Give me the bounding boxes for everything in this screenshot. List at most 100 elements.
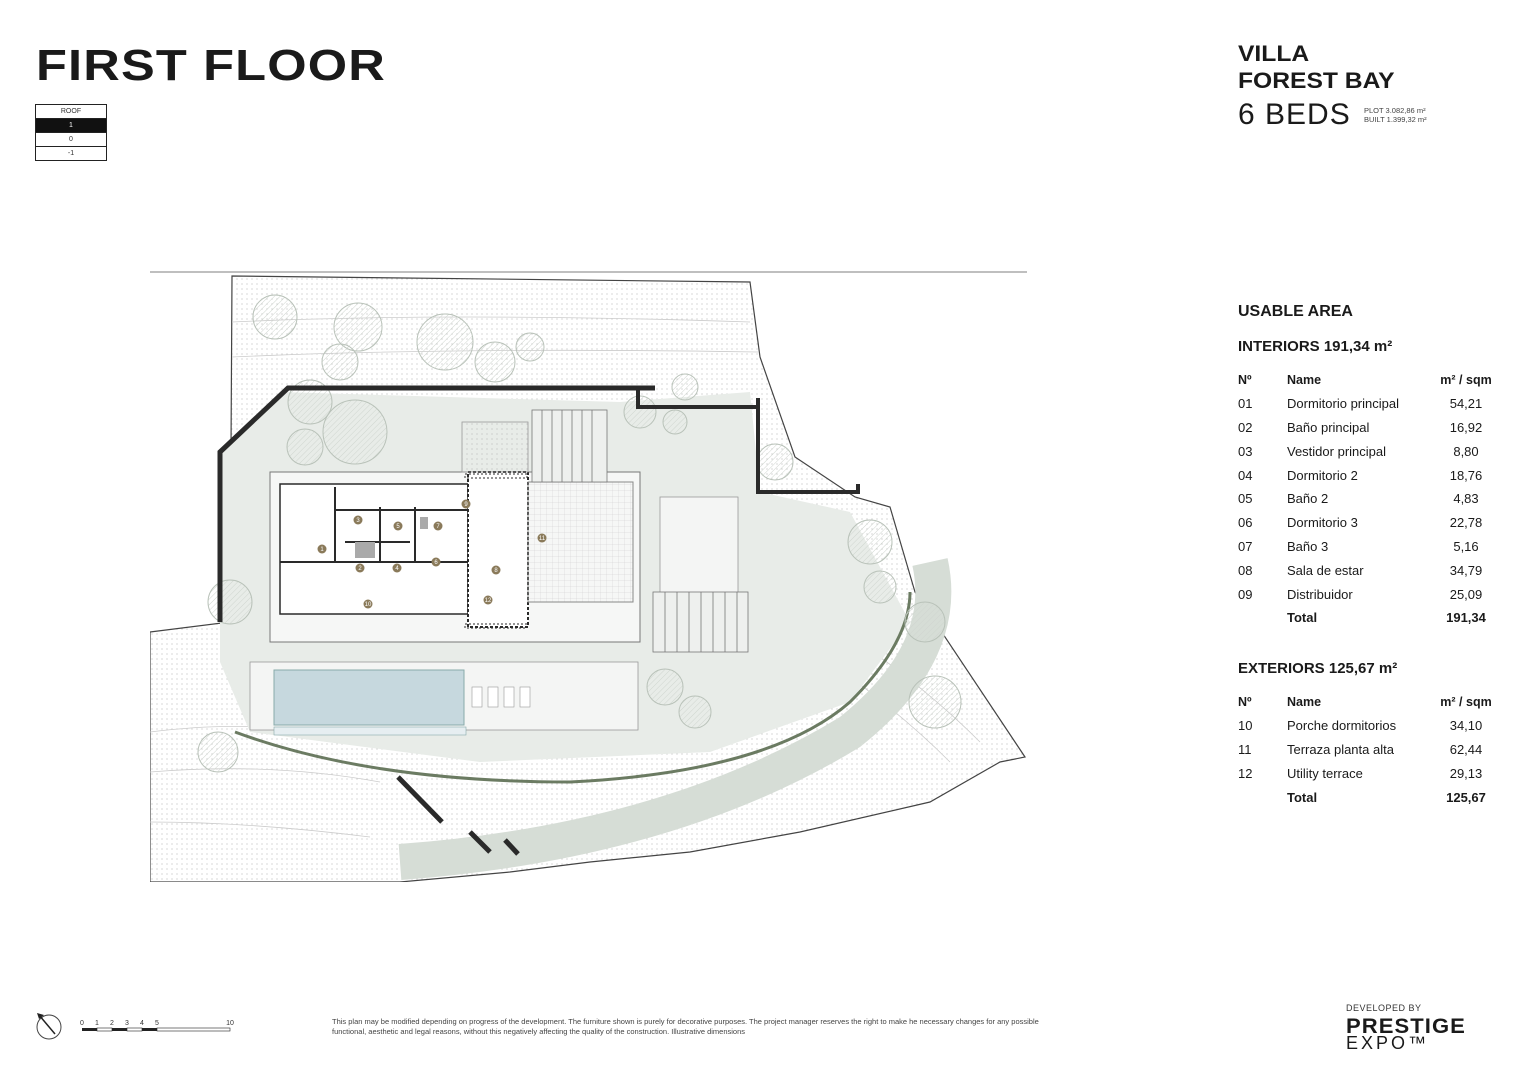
row-area: 18,76 <box>1449 467 1483 483</box>
page-title: FIRST FLOOR <box>36 41 386 90</box>
floor-selector: ROOF 1 0 -1 <box>35 104 107 161</box>
room-label-6: 6 <box>434 560 438 566</box>
scale-tick: 1 <box>95 1020 99 1027</box>
row-area: 29,13 <box>1449 765 1483 781</box>
built-area: BUILT 1.399,32 m² <box>1364 115 1427 124</box>
interiors-header-row: Nº Name m² / sqm <box>1238 368 1497 392</box>
carport-roof <box>659 496 739 598</box>
scale-bar <box>82 1027 231 1032</box>
sun-loungers <box>471 686 531 708</box>
total-value: 125,67 <box>1446 789 1486 805</box>
room-label-9: 9 <box>464 502 468 508</box>
col-name: Name <box>1287 694 1322 709</box>
trees <box>197 294 962 773</box>
row-area: 16,92 <box>1449 419 1483 435</box>
perimeter-wall-west <box>217 385 655 622</box>
pergola-south <box>652 591 749 653</box>
total-label: Total <box>1287 610 1318 626</box>
stair-railing <box>464 473 528 629</box>
retaining-wall-curve <box>234 591 912 784</box>
planter-box <box>461 421 529 473</box>
swimming-pool <box>273 669 465 726</box>
scale-tick: 2 <box>110 1020 114 1027</box>
floor-option-1[interactable]: 1 <box>36 119 106 133</box>
brand-logo-line2: EXPO™ <box>1346 1033 1430 1053</box>
col-area: m² / sqm <box>1440 372 1492 387</box>
row-no: 08 <box>1238 562 1253 578</box>
row-no: 02 <box>1238 419 1253 435</box>
row-name: Baño principal <box>1287 419 1370 435</box>
room-label-12: 12 <box>485 598 492 604</box>
row-no: 06 <box>1238 515 1253 531</box>
col-area: m² / sqm <box>1440 694 1492 709</box>
perimeter-wall-east <box>636 388 860 494</box>
room-markers: 1 2 3 4 5 6 7 8 9 10 11 12 <box>317 499 547 609</box>
room-label-10: 10 <box>365 602 372 608</box>
row-area: 34,79 <box>1449 562 1483 578</box>
pergola-north <box>531 409 608 483</box>
row-area: 4,83 <box>1453 491 1479 507</box>
row-no: 03 <box>1238 443 1253 459</box>
col-name: Name <box>1287 372 1322 387</box>
room-label-8: 8 <box>494 568 498 574</box>
row-area: 54,21 <box>1449 396 1483 412</box>
row-no: 09 <box>1238 586 1253 602</box>
row-no: 11 <box>1238 741 1252 757</box>
villa-name-line1: VILLA <box>1238 41 1310 66</box>
exteriors-title: EXTERIORS 125,67 m² <box>1238 660 1398 677</box>
table-row: 02 Baño principal 16,92 <box>1238 416 1497 440</box>
row-name: Porche dormitorios <box>1287 718 1397 734</box>
row-area: 25,09 <box>1449 586 1483 602</box>
row-name: Distribuidor <box>1287 586 1353 602</box>
interiors-title: INTERIORS 191,34 m² <box>1238 338 1393 355</box>
entrance-walls <box>396 775 520 856</box>
table-row: 11 Terraza planta alta 62,44 <box>1238 738 1497 762</box>
room-label-1: 1 <box>320 547 324 553</box>
scale-tick: 4 <box>140 1020 144 1027</box>
room-label-2: 2 <box>358 566 362 572</box>
scale-and-north: 0 1 2 3 4 5 10 <box>36 1013 234 1040</box>
table-row: 08 Sala de estar 34,79 <box>1238 558 1497 582</box>
col-no: Nº <box>1238 372 1252 387</box>
brand-logo-line1: PRESTIGE <box>1346 1015 1466 1038</box>
row-area: 34,10 <box>1449 718 1483 734</box>
interiors-total-row: Total 191,34 <box>1238 606 1497 630</box>
compass-north-icon <box>36 1013 62 1040</box>
plot-built-info: PLOT 3.082,86 m² BUILT 1.399,32 m² <box>1364 106 1427 124</box>
upper-terrace <box>527 481 634 603</box>
row-name: Terraza planta alta <box>1287 741 1394 757</box>
row-no: 04 <box>1238 467 1253 483</box>
room-label-3: 3 <box>356 518 360 524</box>
floor-option-0[interactable]: 0 <box>36 133 106 147</box>
living-room <box>467 471 529 628</box>
row-name: Dormitorio principal <box>1287 396 1399 412</box>
disclaimer: This plan may be modified depending on p… <box>332 1017 1039 1036</box>
scale-tick: 3 <box>125 1020 129 1027</box>
total-value: 191,34 <box>1446 610 1486 626</box>
developed-by-label: DEVELOPED BY <box>1346 1003 1422 1013</box>
floor-option-minus-1[interactable]: -1 <box>67 150 75 157</box>
room-label-7: 7 <box>436 524 440 530</box>
col-no: Nº <box>1238 694 1252 709</box>
room-label-11: 11 <box>539 536 546 542</box>
row-name: Baño 2 <box>1287 491 1329 507</box>
table-row: 09 Distribuidor 25,09 <box>1238 582 1497 606</box>
row-no: 05 <box>1238 491 1253 507</box>
room-label-5: 5 <box>396 524 400 530</box>
scale-tick: 5 <box>155 1020 159 1027</box>
room-label-4: 4 <box>395 566 399 572</box>
plot-area: PLOT 3.082,86 m² <box>1364 106 1426 115</box>
row-name: Sala de estar <box>1287 562 1364 578</box>
floor-option-roof[interactable]: ROOF <box>36 105 106 119</box>
row-area: 62,44 <box>1449 741 1483 757</box>
villa-name: VILLA FOREST BAY <box>1238 40 1395 94</box>
table-row: 05 Baño 2 4,83 <box>1238 487 1497 511</box>
